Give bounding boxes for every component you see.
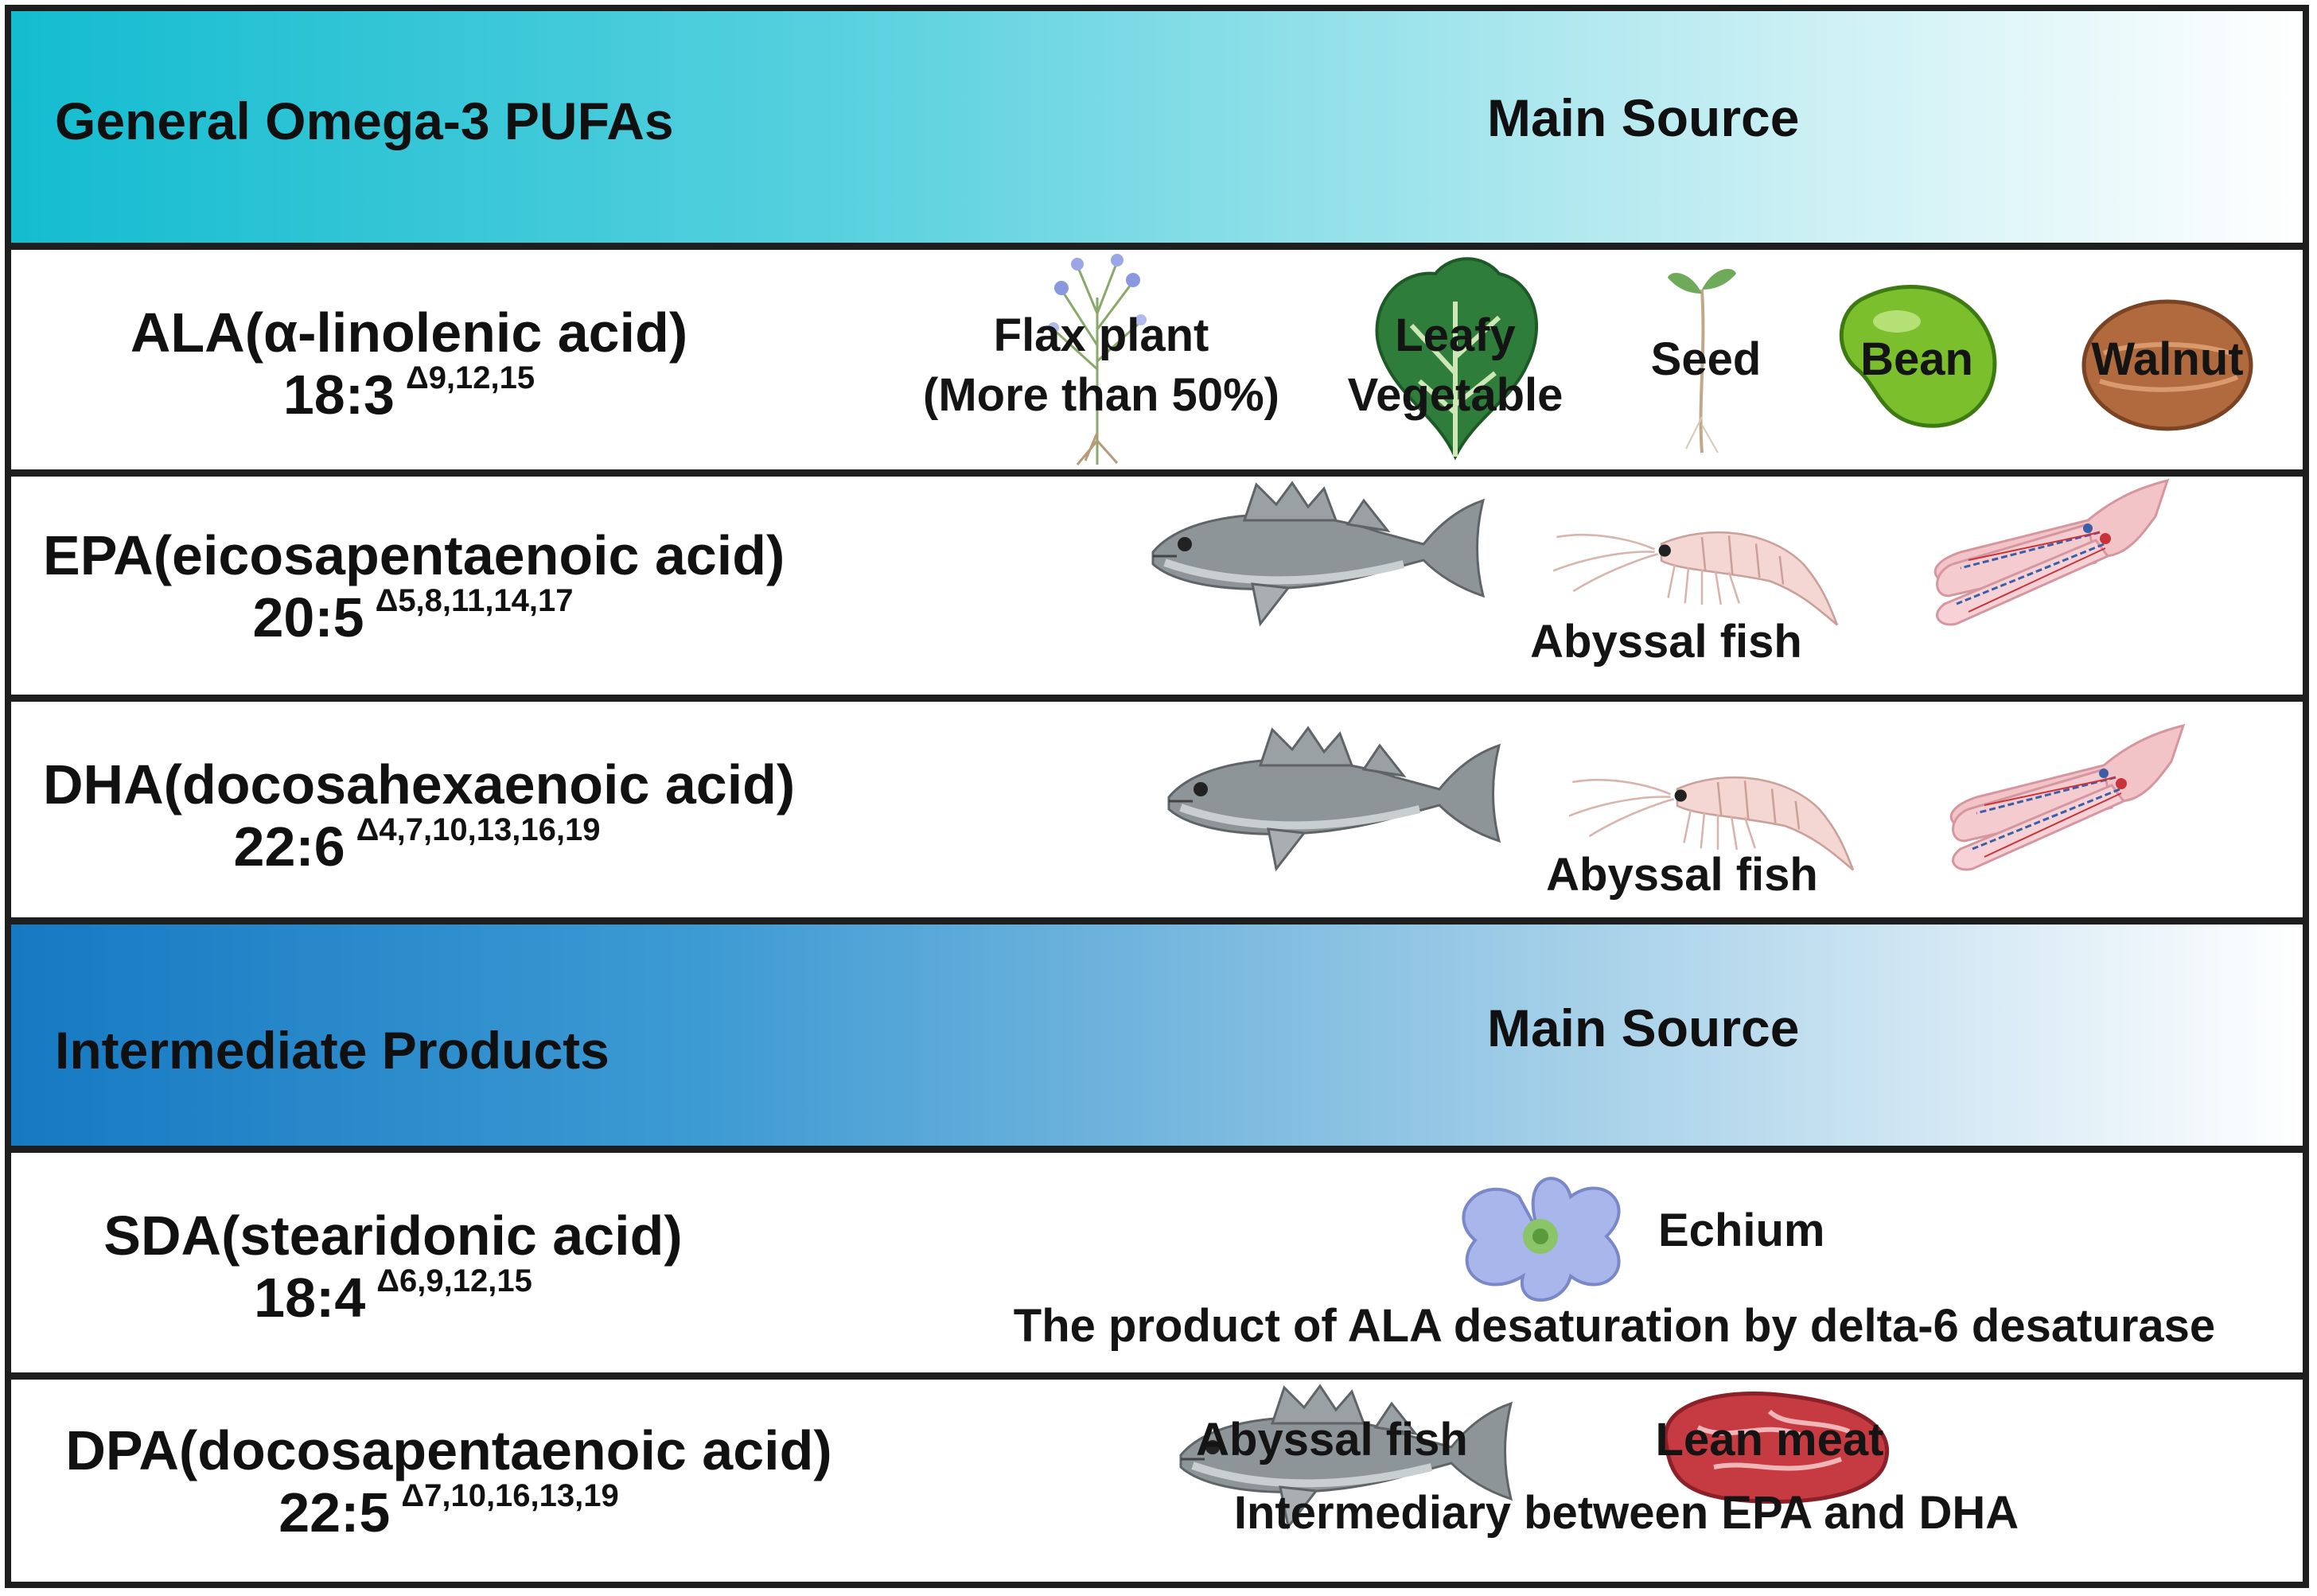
source-label-abyssal-fish: Abyssal fish xyxy=(1196,1414,1468,1466)
formula-value: 18:4 xyxy=(254,1267,366,1329)
flax-plant-icon xyxy=(1048,254,1147,465)
lean-meat-icon xyxy=(1663,1392,1890,1505)
formula-value: 22:6 xyxy=(233,816,345,878)
fish-icon xyxy=(1141,477,1491,636)
formula-value: 20:5 xyxy=(252,586,364,649)
walnut-icon xyxy=(2081,299,2253,431)
formula-value: 22:5 xyxy=(278,1481,391,1544)
double-bond-positions: Δ7,10,16,13,19 xyxy=(401,1478,619,1514)
section-title-intermediate: Intermediate Products xyxy=(55,1021,609,1080)
fatty-acid-formula: 22:5 Δ7,10,16,13,19 xyxy=(59,1478,839,1544)
general-omega3-header: General Omega-3 PUFAs Main Source xyxy=(11,11,2303,250)
sda-note: The product of ALA desaturation by delta… xyxy=(1013,1300,2216,1352)
fatty-acid-name: DHA(docosahexaenoic acid) 22:6 Δ4,7,10,13… xyxy=(43,753,795,878)
leafy-line-1: Leafy xyxy=(1395,309,1516,361)
source-label-walnut: Walnut xyxy=(2091,333,2244,385)
source-label-seed: Seed xyxy=(1650,333,1762,385)
row-dpa: DPA(docosapentaenoic acid) 22:5 Δ7,10,16,… xyxy=(11,1380,2303,1594)
squid-icon xyxy=(1945,722,2199,881)
fatty-acid-formula: 18:4 Δ6,9,12,15 xyxy=(91,1263,695,1329)
fatty-acid-formula: 20:5 Δ5,8,11,14,17 xyxy=(43,583,783,649)
source-label-bean: Bean xyxy=(1860,333,1973,385)
squid-icon xyxy=(1929,477,2183,636)
fatty-acid-name: EPA(eicosapentaenoic acid) 20:5 Δ5,8,11,1… xyxy=(43,524,785,649)
fatty-acid-full-name: DHA(docosahexaenoic acid) xyxy=(43,753,796,816)
source-label-abyssal-fish: Abyssal fish xyxy=(1546,849,1818,901)
double-bond-positions: Δ5,8,11,14,17 xyxy=(375,583,574,619)
row-dha: DHA(docosahexaenoic acid) 22:6 Δ4,7,10,13… xyxy=(11,702,2303,925)
double-bond-positions: Δ6,9,12,15 xyxy=(376,1263,532,1299)
omega3-sources-table: General Omega-3 PUFAs Main Source ALA(α-… xyxy=(5,5,2309,1588)
fatty-acid-formula: 22:6 Δ4,7,10,13,16,19 xyxy=(43,812,791,878)
bean-icon xyxy=(1839,285,1997,428)
intermediate-products-header: Intermediate Products Main Source xyxy=(11,925,2303,1153)
leafy-line-2: Vegetable xyxy=(1347,369,1563,422)
dpa-note: Intermediary between EPA and DHA xyxy=(1233,1487,2019,1539)
fish-icon xyxy=(1157,722,1507,881)
fatty-acid-full-name: SDA(stearidonic acid) xyxy=(103,1205,683,1267)
source-label-leafy-vegetable: Leafy Vegetable xyxy=(1308,306,1602,426)
fatty-acid-full-name: DPA(docosapentaenoic acid) xyxy=(65,1419,832,1481)
seedling-icon xyxy=(1668,269,1736,453)
row-ala: ALA(α-linolenic acid) 18:3 Δ9,12,15 Flax … xyxy=(11,250,2303,477)
flax-line-1: Flax plant xyxy=(993,309,1209,361)
section-title-general: General Omega-3 PUFAs xyxy=(55,91,674,150)
fatty-acid-full-name: ALA(α-linolenic acid) xyxy=(130,302,688,364)
source-label-flax: Flax plant (More than 50%) xyxy=(886,306,1316,426)
echium-flower-icon xyxy=(1462,1177,1621,1302)
leafy-vegetable-icon xyxy=(1375,257,1539,461)
row-epa: EPA(eicosapentaenoic acid) 20:5 Δ5,8,11,1… xyxy=(11,477,2303,702)
main-source-header: Main Source xyxy=(1487,88,1800,147)
row-sda: SDA(stearidonic acid) 18:4 Δ6,9,12,15 Ech… xyxy=(11,1153,2303,1380)
source-label-lean-meat: Lean meat xyxy=(1655,1414,1884,1466)
source-label-abyssal-fish: Abyssal fish xyxy=(1530,616,1802,668)
formula-value: 18:3 xyxy=(282,364,395,426)
main-source-header: Main Source xyxy=(1487,998,1800,1057)
source-label-echium: Echium xyxy=(1658,1205,1825,1256)
fatty-acid-formula: 18:3 Δ9,12,15 xyxy=(123,360,695,426)
double-bond-positions: Δ9,12,15 xyxy=(405,360,535,396)
flax-line-2: (More than 50%) xyxy=(923,369,1279,422)
fatty-acid-full-name: EPA(eicosapentaenoic acid) xyxy=(43,524,785,586)
fatty-acid-name: SDA(stearidonic acid) 18:4 Δ6,9,12,15 xyxy=(91,1205,695,1329)
fatty-acid-name: ALA(α-linolenic acid) 18:3 Δ9,12,15 xyxy=(123,302,695,426)
double-bond-positions: Δ4,7,10,13,16,19 xyxy=(356,812,601,848)
fatty-acid-name: DPA(docosapentaenoic acid) 22:5 Δ7,10,16,… xyxy=(59,1419,839,1544)
